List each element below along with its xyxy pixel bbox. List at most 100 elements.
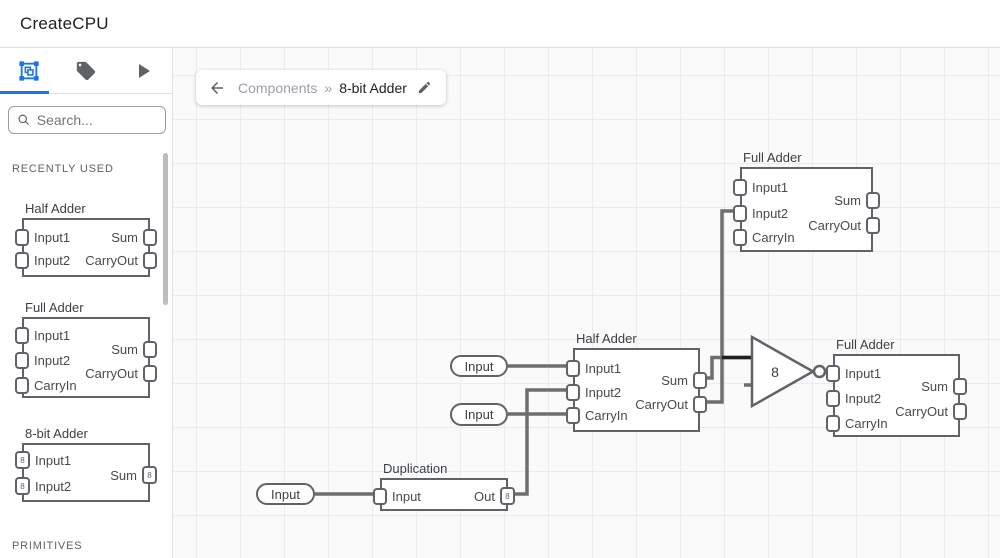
pin[interactable] [693, 395, 707, 413]
app-header: CreateCPU [0, 0, 1000, 48]
pin[interactable] [143, 228, 157, 246]
port-input1[interactable]: Input1 [15, 326, 75, 344]
pin[interactable] [15, 376, 29, 394]
port-label: Input2 [585, 384, 622, 400]
not-gate[interactable] [750, 334, 816, 409]
sidebar-tabs [0, 48, 172, 94]
tab-run[interactable] [115, 48, 172, 93]
node-duplication[interactable]: Duplication Input 8 Out [373, 461, 515, 511]
port-sum[interactable]: Sum [829, 191, 880, 209]
pin[interactable] [866, 191, 880, 209]
port-carryin[interactable]: CarryIn [566, 406, 633, 424]
port-input1[interactable]: 8 Input1 [15, 451, 76, 469]
pin[interactable] [733, 178, 747, 196]
not-gate-bubble[interactable] [812, 364, 827, 379]
pin[interactable] [566, 383, 580, 401]
port-input2[interactable]: Input2 [566, 383, 626, 401]
input-node-1[interactable]: Input [450, 355, 508, 377]
port-input2[interactable]: 8 Input2 [15, 477, 76, 495]
pencil-icon [418, 81, 431, 94]
pin[interactable] [15, 228, 29, 246]
tab-labels[interactable] [57, 48, 114, 93]
rename-button[interactable] [417, 80, 432, 95]
port-label: CarryOut [635, 396, 688, 412]
port-sum[interactable]: 8 Sum [105, 466, 157, 484]
node-full-adder-top[interactable]: Full Adder Input1 Input2 CarryIn Sum [733, 150, 880, 252]
node-full-adder-right[interactable]: Full Adder Input1 Input2 CarryIn Sum [826, 337, 967, 437]
port-input1[interactable]: Input1 [826, 364, 886, 382]
search-input[interactable] [36, 112, 157, 128]
port-label: Input2 [34, 352, 71, 368]
section-primitives: PRIMITIVES [12, 540, 83, 552]
port-label: CarryIn [34, 377, 77, 393]
pin[interactable] [143, 364, 157, 382]
pin[interactable] [733, 204, 747, 222]
pin-bus-8[interactable]: 8 [15, 451, 30, 469]
pin[interactable] [143, 251, 157, 269]
breadcrumb-parent[interactable]: Components [238, 79, 318, 96]
input-node-3[interactable]: Input [256, 483, 315, 505]
port-carryin[interactable]: CarryIn [15, 376, 82, 394]
port-sum[interactable]: Sum [106, 340, 157, 358]
pin[interactable] [826, 364, 840, 382]
pin[interactable] [566, 406, 580, 424]
port-input1[interactable]: Input1 [566, 359, 626, 377]
port-carryout[interactable]: CarryOut [80, 364, 157, 382]
pin[interactable] [866, 216, 880, 234]
port-carryin[interactable]: CarryIn [826, 414, 893, 432]
search-icon [18, 114, 29, 125]
wire[interactable] [700, 209, 742, 404]
pin[interactable] [143, 340, 157, 358]
pin[interactable] [15, 251, 29, 269]
pin[interactable] [15, 351, 29, 369]
pin-bus-8[interactable]: 8 [15, 477, 30, 495]
pin[interactable] [953, 402, 967, 420]
port-label: Sum [111, 229, 138, 245]
node-title: Half Adder [576, 331, 637, 346]
pin-bus-8[interactable]: 8 [142, 466, 157, 484]
search-box[interactable] [8, 106, 166, 134]
input-node-2[interactable]: Input [450, 403, 508, 426]
pin[interactable] [566, 359, 580, 377]
port-input2[interactable]: Input2 [826, 389, 886, 407]
port-carryin[interactable]: CarryIn [733, 228, 800, 246]
sidebar-item-full-adder[interactable]: Full Adder Input1 Input2 CarryIn Sum [15, 300, 157, 398]
pin-bus-8[interactable]: 8 [500, 487, 515, 505]
pin[interactable] [693, 371, 707, 389]
port-out[interactable]: 8 Out [469, 487, 515, 505]
pin[interactable] [826, 414, 840, 432]
circuit-canvas[interactable]: 8 Components » 8-bit Adder [173, 48, 1000, 558]
port-sum[interactable]: Sum [106, 228, 157, 246]
port-carryout[interactable]: CarryOut [890, 402, 967, 420]
wire[interactable] [508, 388, 575, 496]
port-carryout[interactable]: CarryOut [80, 251, 157, 269]
component-title: 8-bit Adder [25, 426, 88, 441]
sidebar-item-half-adder[interactable]: Half Adder Input1 Input2 Sum CarryOut [15, 201, 157, 277]
sidebar-scrollbar[interactable] [163, 153, 168, 305]
port-label: Sum [834, 192, 861, 208]
port-input2[interactable]: Input2 [15, 251, 75, 269]
port-input2[interactable]: Input2 [733, 204, 793, 222]
pin[interactable] [733, 228, 747, 246]
port-input1[interactable]: Input1 [15, 228, 75, 246]
port-input1[interactable]: Input1 [733, 178, 793, 196]
port-label: Input1 [585, 360, 622, 376]
pin[interactable] [826, 389, 840, 407]
port-input2[interactable]: Input2 [15, 351, 75, 369]
node-title: Duplication [383, 461, 448, 476]
port-carryout[interactable]: CarryOut [803, 216, 880, 234]
port-sum[interactable]: Sum [656, 371, 707, 389]
wire[interactable] [700, 355, 754, 380]
back-button[interactable] [208, 79, 226, 97]
pin[interactable] [373, 487, 387, 505]
port-input[interactable]: Input [373, 487, 426, 505]
node-half-adder[interactable]: Half Adder Input1 Input2 CarryIn Sum [566, 331, 707, 432]
sidebar-item-8bit-adder[interactable]: 8-bit Adder 8 Input1 8 Input2 8 Sum [15, 426, 157, 502]
pin[interactable] [953, 377, 967, 395]
tab-components[interactable] [0, 48, 57, 93]
port-label: Sum [921, 378, 948, 394]
port-label: CarryOut [895, 403, 948, 419]
port-carryout[interactable]: CarryOut [630, 395, 707, 413]
port-sum[interactable]: Sum [916, 377, 967, 395]
pin[interactable] [15, 326, 29, 344]
